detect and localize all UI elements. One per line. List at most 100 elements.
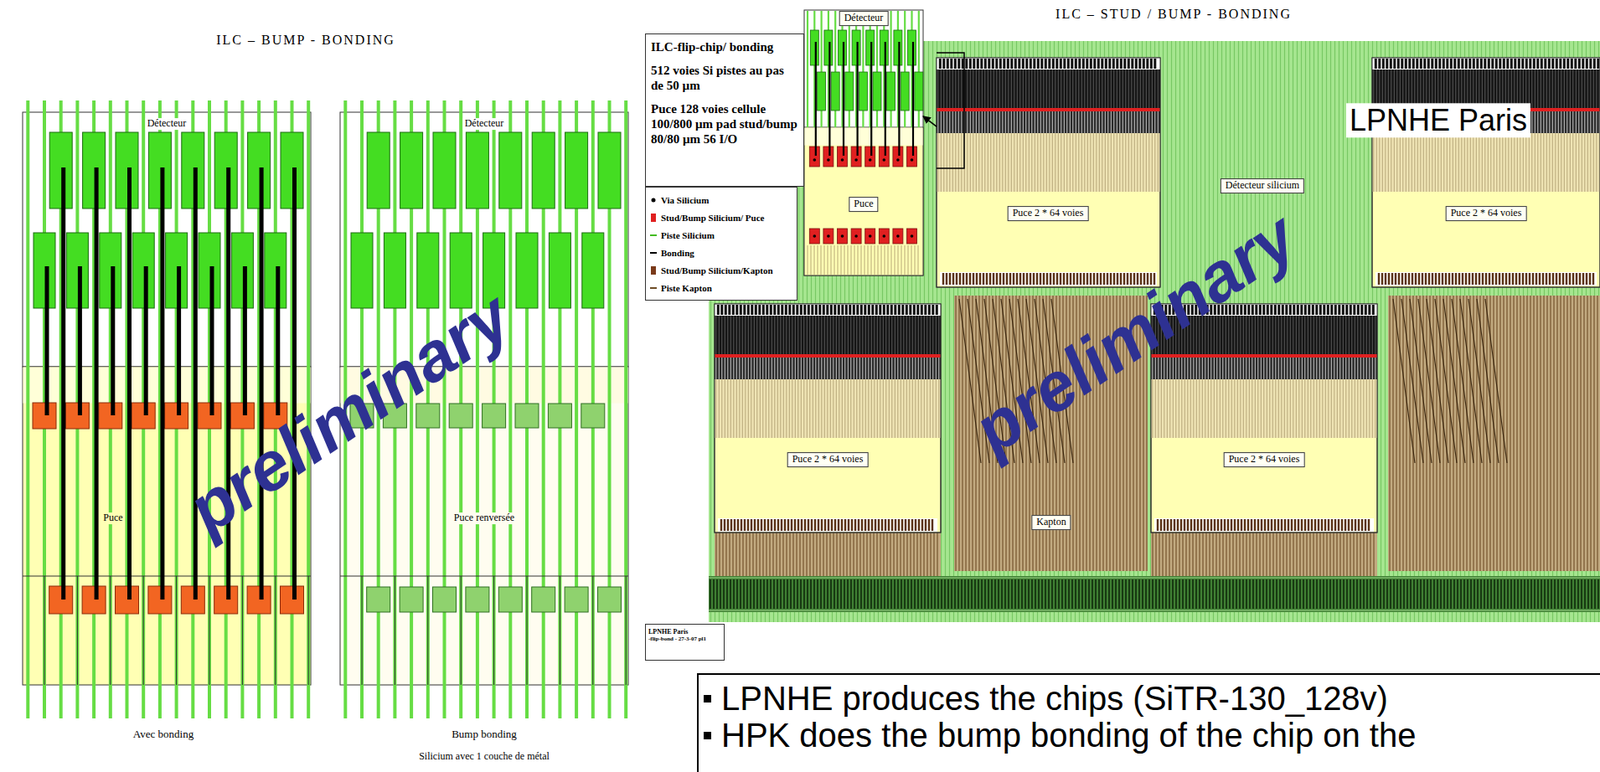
- channel-lines: [716, 379, 940, 439]
- chip-pad: [131, 402, 155, 429]
- node-label: Puce 2 * 64 voies: [1007, 206, 1090, 222]
- legend-row: Piste Kapton: [649, 278, 794, 297]
- legend-text: Piste Kapton: [660, 283, 713, 294]
- kapton-stud-row: [721, 519, 933, 532]
- line-symbol: [650, 234, 657, 237]
- node-label: Détecteur silicium: [1220, 178, 1305, 194]
- caption-text: LPNHE Paris: [1346, 103, 1531, 138]
- detector-pad: [148, 132, 171, 209]
- chip-pad: [809, 228, 820, 244]
- detector-pad: [598, 132, 621, 209]
- node-label: Puce renversée: [452, 512, 517, 525]
- detector-pad: [830, 72, 840, 111]
- node-label: Puce: [101, 512, 124, 525]
- detector-pad: [879, 30, 888, 66]
- detector-pad: [582, 232, 604, 309]
- detector-pad: [838, 30, 847, 66]
- watermark: preliminary: [173, 276, 525, 549]
- legend-box: Via SiliciumStud/Bump Silicium/ PucePist…: [645, 186, 798, 301]
- detector-pad: [433, 132, 456, 209]
- readout-chip-figure: [714, 304, 941, 533]
- kapton-stud-row: [943, 273, 1155, 285]
- channel-field: [1372, 133, 1600, 192]
- bullet-text: LPNHE produces the chips (SiTR-130_128v): [721, 680, 1389, 718]
- legend-sample: [649, 248, 658, 258]
- legend-swatch: [650, 266, 656, 275]
- detector-ground: [708, 41, 1600, 623]
- cell-line: [22, 576, 311, 686]
- readout-chip: Puce 2 * 64 voies: [714, 304, 941, 533]
- kapton-line: [1152, 532, 1374, 577]
- detector-pad: [33, 232, 56, 309]
- bump-pad: [498, 587, 522, 613]
- via-symbol: [651, 197, 656, 202]
- kapton-stud-row: [1378, 273, 1594, 285]
- legend-sample: [649, 196, 658, 205]
- via-dot: [910, 234, 914, 238]
- chip-pad: [197, 402, 222, 429]
- readout-chip: Puce 2 * 64 voies: [936, 57, 1161, 288]
- legend-row: Stud/Bump Silicium/ Puce: [649, 208, 794, 227]
- caption-text: Bump bonding: [451, 728, 517, 742]
- via-dot: [896, 158, 900, 162]
- via-dot: [882, 158, 887, 162]
- box-text: 512 voies Si pistes au pas de 50 µm: [650, 62, 799, 93]
- connector-band: [708, 576, 1600, 613]
- node-label: Puce 2 * 64 voies: [1223, 452, 1306, 468]
- detector-pad: [548, 232, 571, 309]
- detector-pad: [280, 132, 304, 209]
- detector-pad: [858, 72, 868, 111]
- readout-chip-figure: [1372, 57, 1600, 288]
- detector-area: Détecteur: [22, 112, 311, 367]
- detector-pad: [82, 132, 106, 209]
- chip-pad: [115, 586, 140, 615]
- detector-pad: [366, 132, 390, 209]
- legend-text: Piste Silicium: [660, 230, 715, 241]
- arrow-connector: [923, 116, 937, 127]
- detector-pad: [908, 30, 917, 66]
- inset-outline: [804, 10, 924, 276]
- stud-bump-row: [1375, 58, 1599, 69]
- bullet-box: LPNHE produces the chips (SiTR-130_128v)…: [696, 673, 1600, 772]
- wire-lines: [1373, 69, 1600, 109]
- chip-outline: [714, 304, 941, 533]
- bump-pad: [366, 587, 391, 613]
- wire-lines: [938, 69, 1159, 109]
- via-dot: [854, 158, 858, 162]
- chip-pad: [148, 586, 172, 615]
- caption-text: Silicium avec 1 couche de métal: [418, 751, 550, 764]
- detector-pad: [872, 72, 882, 111]
- chip-outline: [22, 366, 311, 686]
- channel-field: [1150, 379, 1378, 439]
- node-label: Kapton: [1031, 515, 1071, 531]
- detector-pad: [231, 232, 253, 309]
- detector-pad: [350, 232, 373, 309]
- detector-pad: [851, 30, 861, 66]
- detector-pad: [893, 30, 903, 66]
- kapton-ground: [1150, 532, 1378, 577]
- bump-pad: [531, 587, 556, 613]
- readout-chip-figure: [936, 57, 1161, 288]
- pad-row-ground: [936, 57, 1161, 70]
- bump-pad: [399, 587, 424, 613]
- stud-bump-row: [717, 304, 937, 315]
- chip-pad: [851, 146, 862, 167]
- chip-pad: [65, 402, 89, 429]
- kapton-line: [807, 245, 919, 275]
- stud-bump-row: [939, 58, 1156, 69]
- wire-lines: [716, 315, 940, 355]
- kapton-ground: [1388, 295, 1600, 572]
- detector-pad: [465, 132, 489, 209]
- via-dot: [841, 158, 845, 162]
- legend-sample: [649, 283, 658, 293]
- bump-pad: [449, 403, 473, 429]
- chip-pad: [280, 586, 305, 615]
- pad-row-ground: [1375, 272, 1597, 286]
- legend-row: Piste Silicium: [649, 226, 794, 244]
- node-label: Détecteur: [145, 118, 189, 130]
- detector-pad: [866, 30, 875, 66]
- chip-body: [714, 304, 941, 533]
- stud-bump-band: [714, 354, 941, 358]
- detector-pad: [499, 132, 522, 209]
